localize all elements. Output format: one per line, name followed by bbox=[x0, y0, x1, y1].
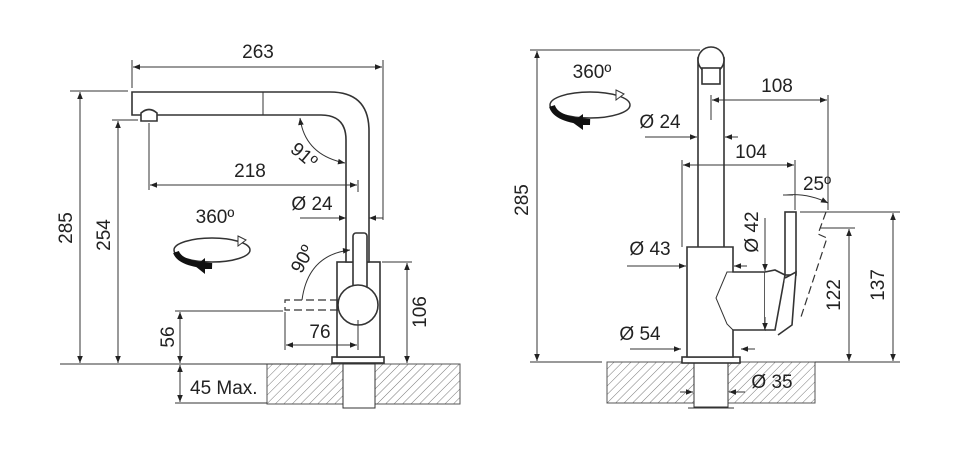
dim-lever-angle: 90º bbox=[287, 242, 319, 277]
dim-spout-diameter: Ø 24 bbox=[291, 194, 333, 215]
rotation-label: 360º bbox=[196, 207, 235, 228]
lever-rotated-position bbox=[284, 299, 338, 311]
dim-lever-reach: 104 bbox=[735, 142, 767, 163]
dim-lever-length: 76 bbox=[309, 322, 330, 343]
dim-total-height: 285 bbox=[512, 184, 533, 216]
dim-lever-diameter: Ø 42 bbox=[742, 211, 763, 252]
rotation-label: 360º bbox=[573, 62, 612, 83]
lever-handle bbox=[784, 211, 797, 276]
faucet-body bbox=[131, 91, 385, 364]
dim-max-counter-thickness: 45 Max. bbox=[190, 378, 258, 399]
dim-lever-height: 56 bbox=[158, 326, 179, 347]
lever-tilted-position bbox=[799, 211, 828, 321]
aerator bbox=[140, 108, 158, 122]
faucet-body bbox=[681, 46, 828, 364]
lever-handle bbox=[352, 232, 368, 290]
dim-shank-diameter: Ø 35 bbox=[751, 372, 792, 393]
dim-lever-top-height: 137 bbox=[868, 269, 889, 301]
dim-total-height: 285 bbox=[56, 212, 77, 244]
dim-outlet-height: 254 bbox=[94, 219, 115, 251]
dim-spout-diameter: Ø 24 bbox=[639, 112, 681, 133]
rotation-360-icon: 360º bbox=[173, 207, 251, 274]
dim-body-diameter: Ø 43 bbox=[629, 239, 670, 260]
dim-spout-reach: 218 bbox=[234, 161, 266, 182]
front-view: 285 108 Ø 24 104 25º Ø 42 Ø 43 Ø 54 Ø 35 bbox=[512, 46, 900, 409]
countertop bbox=[606, 361, 816, 409]
dim-spout-offset: 108 bbox=[761, 76, 793, 97]
countertop bbox=[266, 363, 461, 409]
dim-lever-axis-height: 122 bbox=[824, 279, 845, 311]
rotation-360-icon: 360º bbox=[549, 62, 631, 130]
side-view: 263 218 Ø 24 91º 90º 285 254 56 45 Max. bbox=[56, 42, 461, 409]
dim-spout-angle: 91º bbox=[286, 139, 321, 173]
lever-knob bbox=[337, 284, 379, 326]
dim-base-diameter: Ø 54 bbox=[619, 324, 661, 345]
dim-body-height: 106 bbox=[410, 296, 431, 328]
dim-overall-width: 263 bbox=[242, 42, 274, 63]
dim-lever-tilt: 25º bbox=[803, 174, 831, 195]
front-dimensions: 285 108 Ø 24 104 25º Ø 42 Ø 43 Ø 54 Ø 35 bbox=[512, 49, 900, 395]
